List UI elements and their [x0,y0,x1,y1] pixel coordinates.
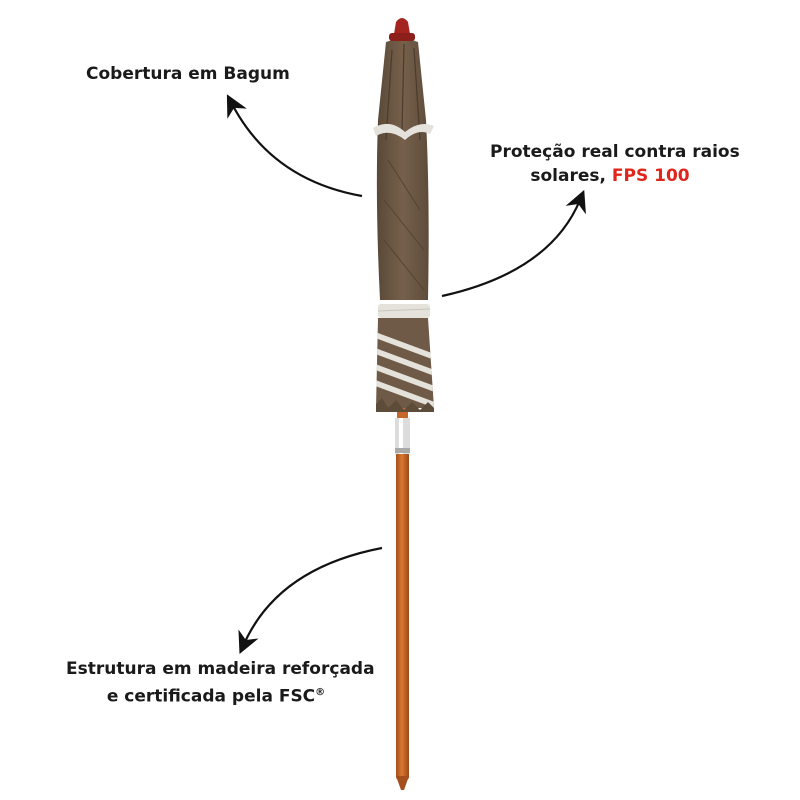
finial-cap [389,18,415,41]
structure-label: Estrutura em madeira reforçada e certifi… [66,659,375,707]
protection-label: Proteção real contra raios solares, FPS … [490,142,740,186]
folded-canopy [373,39,434,318]
wooden-pole [396,400,409,790]
arrow-structure [238,546,383,655]
arrow-protection [441,189,586,298]
striped-canopy-skirt [376,318,434,412]
registered-mark: ® [315,687,326,698]
metal-joint [395,418,410,454]
cover-label: Cobertura em Bagum [86,64,290,84]
arrow-cover [226,94,363,198]
fps-highlight: FPS 100 [611,166,690,186]
